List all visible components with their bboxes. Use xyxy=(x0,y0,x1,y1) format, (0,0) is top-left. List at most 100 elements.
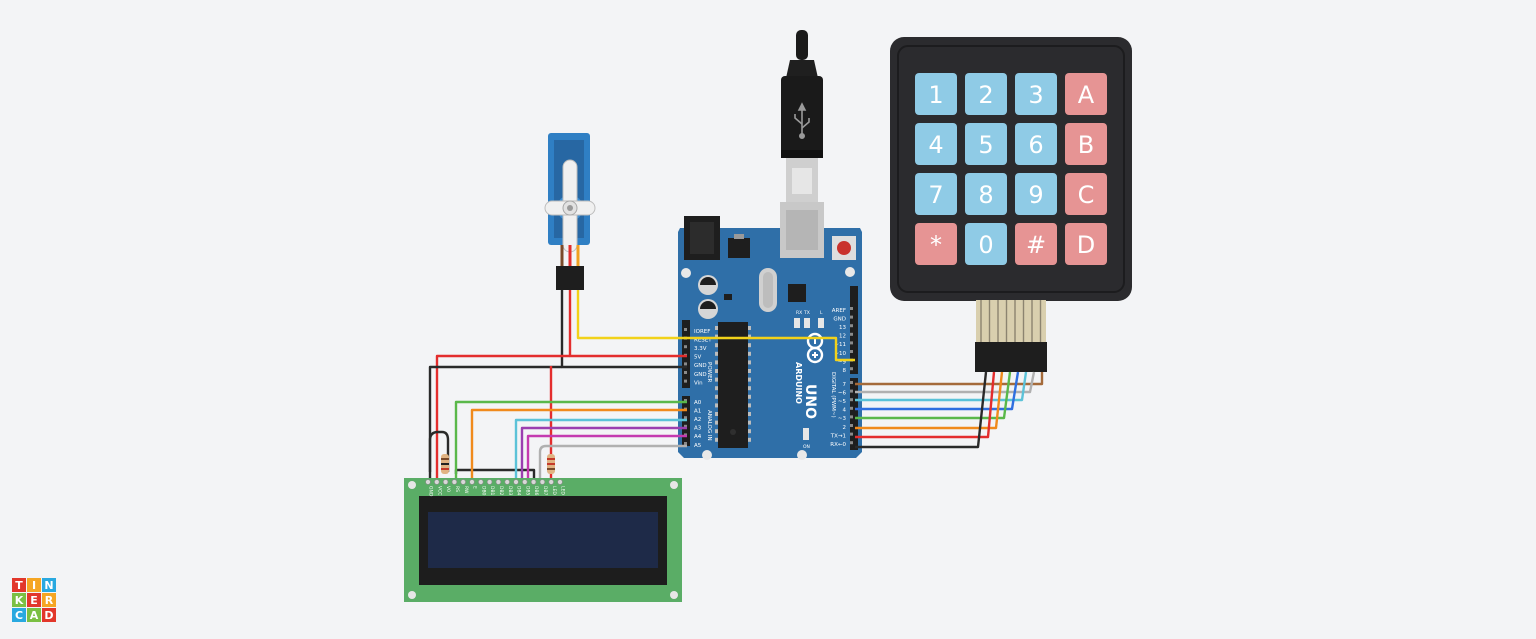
keypad-key-3[interactable]: 3 xyxy=(1015,73,1057,115)
digital-pin-top-label-2: 13 xyxy=(839,325,846,331)
wire-servo-power xyxy=(568,290,687,358)
keypad-key-A[interactable]: A xyxy=(1065,73,1107,115)
servo-motor[interactable] xyxy=(544,133,596,290)
keypad-key-9[interactable]: 9 xyxy=(1015,173,1057,215)
arduino-uno-board[interactable]: RX TX L ON ARDUINO UNO DIGITAL (PWM~) AN… xyxy=(678,202,862,460)
digital-header-bottom xyxy=(850,378,858,450)
keypad-key-0[interactable]: 0 xyxy=(965,223,1007,265)
keypad-key-label: B xyxy=(1078,131,1094,159)
digital-pin-top-label-4: ~11 xyxy=(834,342,846,348)
digital-pin-top-label-7: 8 xyxy=(843,368,847,374)
wire-lcd-gnd-loop xyxy=(428,430,450,472)
keypad-key-label: 4 xyxy=(928,131,943,159)
keypad-key-label: 5 xyxy=(978,131,993,159)
lcd-pin-label-2: V0 xyxy=(445,486,451,492)
lcd-pin-label-6: DB0 xyxy=(480,486,486,496)
wire-a4 xyxy=(526,434,687,480)
keypad-key-label: 2 xyxy=(978,81,993,109)
lcd-screen xyxy=(428,512,658,568)
power-pin-label-1: RESET xyxy=(694,337,712,343)
mcu-pins xyxy=(715,326,751,442)
lcd-pin-label-4: RW xyxy=(463,486,469,494)
lcd-pin-label-11: DB5 xyxy=(524,486,530,496)
lcd-pin-label-10: DB4 xyxy=(516,486,522,496)
rx-led-label: RX xyxy=(796,310,802,316)
keypad-key-label: 3 xyxy=(1028,81,1043,109)
analog-pin-label-5: A5 xyxy=(694,443,702,449)
arduino-brand: ARDUINO xyxy=(794,362,803,404)
logo-letter-8: D xyxy=(44,609,53,622)
wire-key-5 xyxy=(855,371,1028,402)
digital-pin-top-label-5: ~10 xyxy=(834,351,846,357)
l-led-label: L xyxy=(820,310,823,316)
lcd-pin-label-7: DB1 xyxy=(489,486,495,496)
usb-cable[interactable] xyxy=(781,30,823,202)
keypad-key-D[interactable]: D xyxy=(1065,223,1107,265)
atmega-chip xyxy=(718,322,748,448)
wire-key-0 xyxy=(855,371,988,449)
digital-pin-bottom-label-7: RX←0 xyxy=(830,442,846,448)
power-pin-label-3: 5V xyxy=(694,355,701,361)
digital-pin-bottom-label-3: 4 xyxy=(843,408,847,414)
keypad-key-8[interactable]: 8 xyxy=(965,173,1007,215)
power-pin-label-6: Vin xyxy=(694,380,703,386)
wire-lcd-gnd xyxy=(428,365,562,480)
wire-a2 xyxy=(514,418,687,480)
power-pin-label-4: GND xyxy=(694,363,707,369)
logo-letter-2: N xyxy=(44,579,53,592)
wire-key-6 xyxy=(855,371,1036,394)
wire-servo-signal xyxy=(576,290,855,362)
digital-pin-bottom-label-0: 7 xyxy=(843,382,847,388)
lcd-pin-label-5: E xyxy=(472,486,478,489)
analog-pin-label-1: A1 xyxy=(694,408,701,414)
on-led-label: ON xyxy=(803,444,810,450)
resistor-contrast[interactable] xyxy=(441,454,449,474)
digital-pin-bottom-label-1: ~6 xyxy=(838,390,847,396)
wire-a1 xyxy=(470,408,687,480)
wire-key-2 xyxy=(855,371,1004,430)
wire-key-7 xyxy=(855,372,1044,386)
resistor-backlight[interactable] xyxy=(547,454,555,474)
keypad-key-#[interactable]: # xyxy=(1015,223,1057,265)
wire-lcd-vcc xyxy=(435,354,570,480)
keypad-key-2[interactable]: 2 xyxy=(965,73,1007,115)
keypad-key-7[interactable]: 7 xyxy=(915,173,957,215)
lcd-pin-label-9: DB3 xyxy=(507,486,513,496)
power-pin-label-5: GND xyxy=(694,372,707,378)
keypad-key-label: 7 xyxy=(928,181,943,209)
keypad-key-B[interactable]: B xyxy=(1065,123,1107,165)
keypad-key-label: # xyxy=(1026,231,1046,259)
wire-key-4 xyxy=(855,371,1020,411)
keypad-key-5[interactable]: 5 xyxy=(965,123,1007,165)
logo-letter-4: E xyxy=(30,594,38,607)
logo-letter-5: R xyxy=(45,594,54,607)
keypad-key-4[interactable]: 4 xyxy=(915,123,957,165)
keypad-key-6[interactable]: 6 xyxy=(1015,123,1057,165)
power-pin-label-2: 3.3V xyxy=(694,346,707,352)
lcd-pin-label-13: DB7 xyxy=(542,486,548,496)
keypad-key-C[interactable]: C xyxy=(1065,173,1107,215)
keypad-key-label: 1 xyxy=(928,81,943,109)
power-pin-label-0: IOREF xyxy=(694,329,710,335)
keypad-key-1[interactable]: 1 xyxy=(915,73,957,115)
analog-pin-label-0: A0 xyxy=(694,400,702,406)
keypad-key-label: 9 xyxy=(1028,181,1043,209)
digital-pwm-label: DIGITAL (PWM~) xyxy=(830,372,836,418)
wires[interactable] xyxy=(428,290,1044,480)
keypad-key-label: A xyxy=(1078,81,1095,109)
digital-pin-bottom-label-4: ~3 xyxy=(838,416,847,422)
digital-pin-top-label-1: GND xyxy=(833,316,846,322)
lcd-pin-label-8: DB2 xyxy=(498,486,504,496)
lcd-pin-label-14: LED xyxy=(551,486,557,495)
keypad-key-label: 8 xyxy=(978,181,993,209)
wire-a5 xyxy=(538,444,687,480)
digital-pin-bottom-label-2: ~5 xyxy=(838,399,847,405)
logo-letter-7: A xyxy=(30,609,39,622)
keypad-key-*[interactable]: * xyxy=(915,223,957,265)
keypad-key-label: C xyxy=(1078,181,1095,209)
analog-pin-label-4: A4 xyxy=(694,434,702,440)
